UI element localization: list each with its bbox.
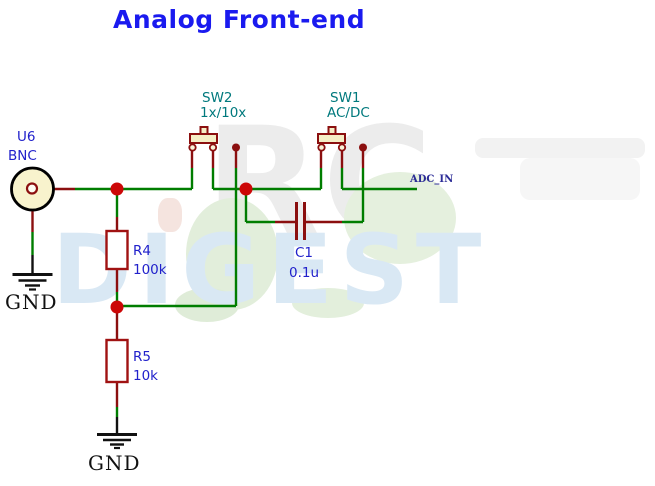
switch-sw1-pin3: [359, 143, 367, 152]
u6-value: BNC: [8, 148, 37, 164]
r4-refdes: R4: [133, 243, 151, 259]
gnd-label-divider: GND: [88, 451, 141, 475]
sw2-value: 1x/10x: [200, 105, 247, 121]
r4-value: 100k: [133, 262, 167, 278]
resistor-r4-body: [105, 229, 129, 271]
c1-value: 0.1u: [289, 265, 320, 281]
junction-dot: [239, 182, 253, 196]
resistor-r5-body: [105, 338, 129, 384]
switch-sw2-terminal-1: [188, 143, 197, 152]
r5-refdes: R5: [133, 349, 151, 365]
sw2-refdes: SW2: [202, 90, 233, 106]
schematic-title: Analog Front-end: [113, 5, 366, 34]
switch-sw1-body: [317, 133, 346, 144]
r5-value: 10k: [133, 368, 158, 384]
net-label-adc-in: ADC_IN: [410, 174, 454, 185]
u6-refdes: U6: [17, 129, 36, 145]
switch-sw2-pin3: [232, 143, 240, 152]
gnd-label-input: GND: [5, 290, 58, 314]
switch-sw2-terminal-2: [208, 143, 218, 152]
bnc-connector-pin: [25, 182, 39, 195]
switch-sw1-terminal-2: [337, 143, 347, 152]
switch-sw1-terminal-1: [317, 143, 326, 152]
sw1-refdes: SW1: [330, 90, 361, 106]
sw1-value: AC/DC: [327, 105, 370, 121]
junction-dot: [110, 182, 124, 196]
c1-refdes: C1: [295, 245, 314, 261]
switch-sw2-body: [189, 133, 218, 144]
junction-dot: [110, 300, 124, 314]
